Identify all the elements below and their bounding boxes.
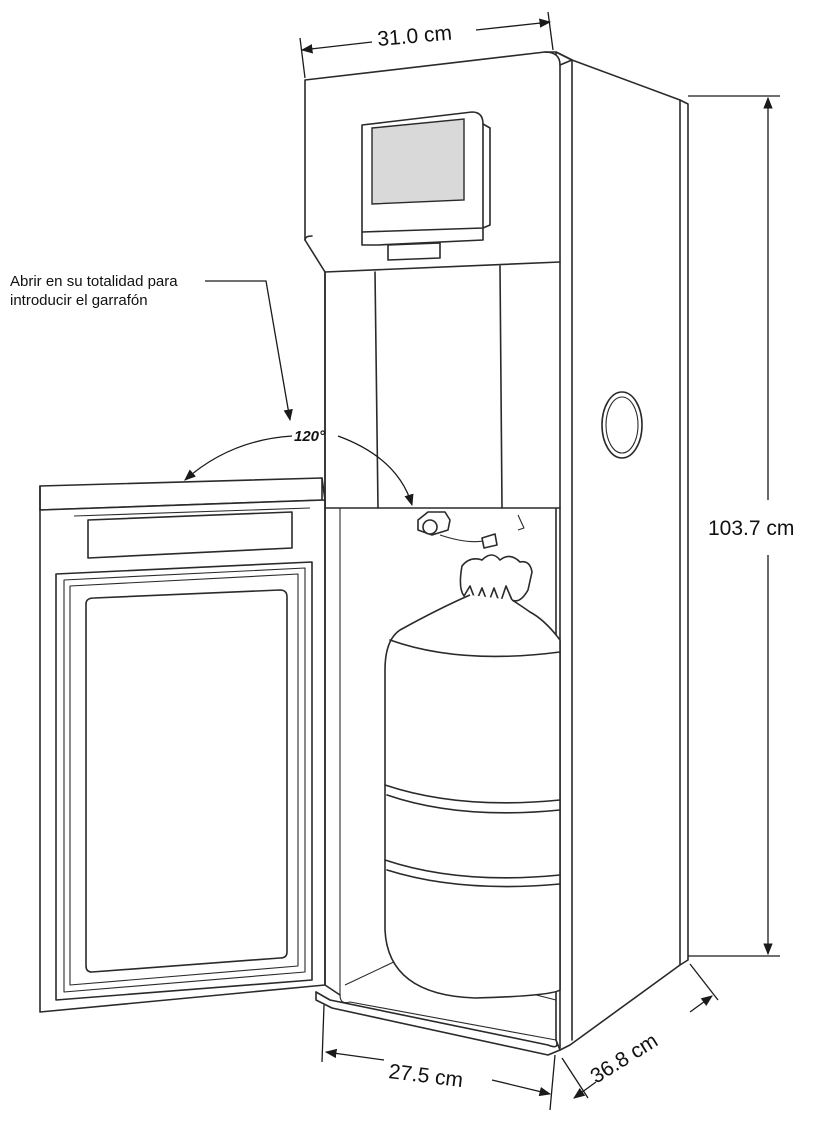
control-panel [361,111,491,261]
open-door [39,477,341,1013]
door-angle-label: 120° [294,428,326,445]
note-line-1: Abrir en su totalidad para [10,273,178,290]
note-leader [205,280,293,422]
depth-label: 36.8 cm [586,1029,662,1088]
display-screen [371,118,465,205]
note-line-2: introducir el garrafón [10,292,148,309]
height-label: 103.7 cm [708,517,794,540]
top-width-label: 31.0 cm [376,22,452,51]
water-bottle [384,511,561,999]
bottom-width-dimension: 27.5 cm [321,1004,556,1111]
side-vent [601,391,643,459]
door-swing-arc [184,435,293,481]
height-dimension: 103.7 cm [688,95,794,957]
bottom-width-label: 27.5 cm [387,1060,464,1092]
